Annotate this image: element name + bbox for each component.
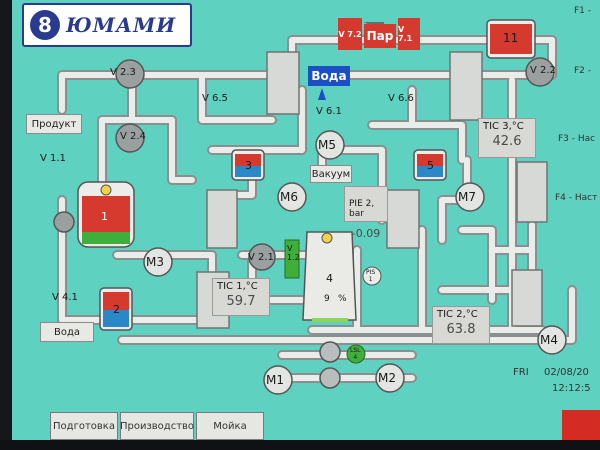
motor-label: M2 xyxy=(378,371,396,385)
pumps xyxy=(143,130,567,395)
tank-label: 11 xyxy=(503,31,519,45)
valve-icon[interactable] xyxy=(248,243,276,271)
tank-level-value: 9 xyxy=(324,294,330,304)
pump-icon[interactable] xyxy=(263,365,293,395)
tank-label: 2 xyxy=(113,303,120,316)
valve-icon[interactable] xyxy=(525,57,555,87)
monitor-bezel-left xyxy=(0,0,12,450)
heat-exchanger-top-right xyxy=(449,51,483,121)
valve-label: V 6.5 xyxy=(202,93,228,104)
tank-2[interactable] xyxy=(99,287,133,331)
tank-3[interactable] xyxy=(231,149,265,181)
tank-label: 5 xyxy=(427,159,434,172)
valve-icon[interactable] xyxy=(319,341,341,363)
pis-sensor xyxy=(362,266,382,286)
weekday: FRI xyxy=(513,367,529,378)
valve-label: V 6.1 xyxy=(316,106,342,117)
pie2-value: -0.09 xyxy=(351,227,381,240)
valve-icon[interactable] xyxy=(115,59,145,89)
tic3-value: 42.6 xyxy=(492,134,522,149)
heat-exchanger-bottom-right xyxy=(511,269,543,327)
arrow-down-icon xyxy=(318,88,326,100)
lsl-sensor xyxy=(346,344,366,364)
tic3-label: TIC 3,°C xyxy=(483,121,524,132)
valve-label: V 2.3 xyxy=(110,67,136,78)
tic1-value: 59.7 xyxy=(226,294,256,309)
valve-icon[interactable] xyxy=(115,123,145,153)
hmi-screen: 8 ЮМАМИ Продукт Вакуум Вода V 7.2 Пар V … xyxy=(12,0,600,440)
menu-f3[interactable]: F3 - Нас xyxy=(558,134,596,144)
date: 02/08/20 xyxy=(544,367,589,378)
motor-label: M6 xyxy=(280,190,298,204)
water-label: Вода xyxy=(308,66,350,86)
valve-label: V 2.4 xyxy=(120,131,146,142)
steam-valve-right[interactable]: V 7.1 xyxy=(398,18,420,50)
tank-label: 1 xyxy=(101,210,108,223)
pie2-label: PIE 2, bar xyxy=(349,199,375,219)
valves xyxy=(53,57,555,389)
tab-preparation[interactable]: Подготовка xyxy=(50,412,118,440)
alarm-button[interactable] xyxy=(562,410,600,440)
tic3-readout: TIC 3,°C 42.6 xyxy=(478,118,536,158)
menu-f4[interactable]: F4 - Наст xyxy=(555,193,598,203)
valve-v12-indicator[interactable] xyxy=(284,239,300,279)
lsl-label: LSL 4 xyxy=(350,347,361,361)
heat-exchanger-right xyxy=(516,161,548,223)
motor-label: M5 xyxy=(318,138,336,152)
pis-label: PIS 1 xyxy=(366,269,376,283)
tic1-label: TIC 1,°C xyxy=(217,281,258,292)
tic2-value: 63.8 xyxy=(446,322,476,337)
pump-icon[interactable] xyxy=(537,325,567,355)
pump-icon[interactable] xyxy=(277,182,307,212)
vacuum-button[interactable]: Вакуум xyxy=(310,165,352,183)
motor-label: M1 xyxy=(266,373,284,387)
tank-1[interactable] xyxy=(77,181,135,248)
water-button[interactable]: Вода xyxy=(40,322,94,342)
logo-mark-icon: 8 xyxy=(30,10,60,40)
pump-icon[interactable] xyxy=(315,130,345,160)
valve-label: V 1.2 xyxy=(287,244,300,262)
tank-11[interactable] xyxy=(486,19,536,59)
monitor-bezel-bottom xyxy=(0,440,600,450)
valve-label: V 2.2 xyxy=(530,65,556,76)
motor-label: M4 xyxy=(540,333,558,347)
tank-5[interactable] xyxy=(413,149,447,181)
tic2-readout: TIC 2,°C 63.8 xyxy=(432,306,490,344)
tic2-label: TIC 2,°C xyxy=(437,309,478,320)
motor-label: M3 xyxy=(146,255,164,269)
motor-label: M7 xyxy=(458,190,476,204)
pump-icon[interactable] xyxy=(455,182,485,212)
time: 12:12:5 xyxy=(552,383,591,394)
brand-logo: 8 ЮМАМИ xyxy=(22,3,192,47)
valve-label: V 4.1 xyxy=(52,292,78,303)
pie2-readout: PIE 2, bar -0.09 xyxy=(344,186,388,239)
pump-icon[interactable] xyxy=(375,363,405,393)
heat-exchanger-mid-left xyxy=(206,189,238,249)
valve-icon[interactable] xyxy=(319,367,341,389)
tab-cleaning[interactable]: Мойка xyxy=(196,412,264,440)
heat-exchanger-mid xyxy=(386,189,420,249)
valve-icon[interactable] xyxy=(53,211,75,233)
valve-label: V 1.1 xyxy=(40,153,66,164)
valve-label: V 2.1 xyxy=(248,252,274,263)
menu-f2[interactable]: F2 - xyxy=(574,66,592,76)
tic1-readout: TIC 1,°C 59.7 xyxy=(212,278,270,316)
steam-valve-left[interactable]: V 7.2 xyxy=(338,18,362,50)
pump-icon[interactable] xyxy=(143,247,173,277)
logo-text: ЮМАМИ xyxy=(66,13,177,37)
tank-label: 3 xyxy=(245,159,252,172)
menu-f1[interactable]: F1 - xyxy=(574,6,592,16)
valve-label: V 6.6 xyxy=(388,93,414,104)
product-button[interactable]: Продукт xyxy=(26,114,82,134)
steam-label: Пар xyxy=(364,24,396,48)
tank-level-unit: % xyxy=(338,294,347,304)
heat-exchanger-top xyxy=(266,51,300,115)
tab-production[interactable]: Производство xyxy=(120,412,194,440)
tank-4[interactable] xyxy=(302,231,357,322)
tank-label: 4 xyxy=(326,272,333,285)
